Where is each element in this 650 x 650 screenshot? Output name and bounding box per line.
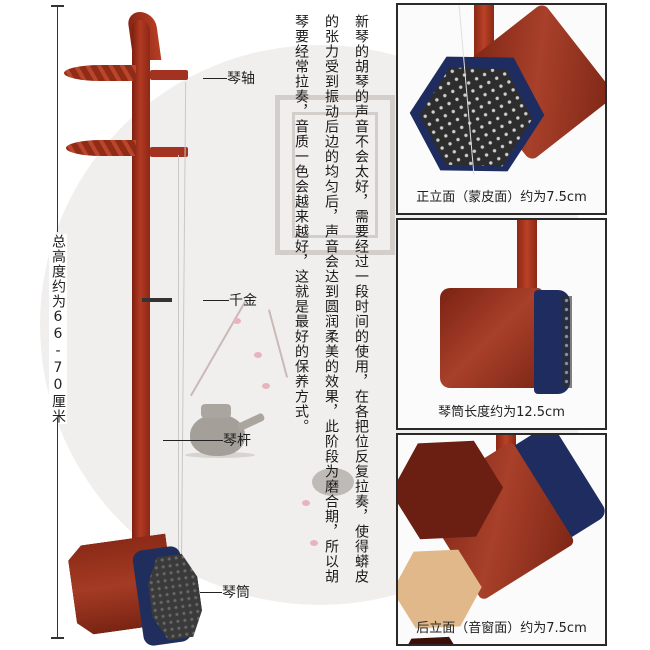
callout-neck-label: 琴杆 — [223, 433, 251, 449]
panel-front-face: 正立面（蒙皮面）约为7.5cm — [396, 3, 607, 215]
blossom-decoration — [262, 383, 270, 389]
blossom-decoration — [302, 500, 310, 506]
blossom-decoration — [233, 318, 241, 324]
description-column-3: 琴要经常拉奏，音质一色会越来越好，这就是最好的保养方式。 — [293, 14, 309, 434]
caption-back-face: 后立面（音窗面）约为7.5cm — [416, 621, 587, 636]
description-column-2: 的张力受到振动后边的均匀后，声音会达到圆润柔美的效果，此阶段为磨合期，所以胡 — [323, 14, 339, 584]
qianjin-nut — [142, 298, 172, 302]
tuning-peg-upper-end — [150, 70, 188, 80]
tuning-peg-upper — [64, 65, 136, 81]
blossom-decoration — [310, 540, 318, 546]
tuning-peg-lower — [66, 140, 136, 156]
tuning-peg-lower-end — [150, 147, 188, 157]
caption-resonator-length: 琴筒长度约为12.5cm — [438, 405, 565, 420]
callout-neck: 琴杆 — [163, 430, 251, 450]
callout-peg: 琴轴 — [203, 68, 255, 88]
total-height-label: 总高度约为66-70厘米 — [49, 234, 67, 424]
description-column-1: 新琴的胡琴的声音不会太好，需要经过一段时间的使用，在各把位反复拉奏，使得蟒皮 — [353, 14, 369, 584]
callout-peg-label: 琴轴 — [227, 71, 255, 87]
callout-qianjin: 千金 — [203, 290, 257, 310]
callout-resonator-label: 琴筒 — [222, 585, 250, 601]
window-lattice-inner-decoration — [292, 112, 378, 238]
panel-neck — [517, 220, 537, 306]
teapot-decoration-small — [312, 468, 354, 496]
dimension-cap-bottom — [51, 637, 64, 639]
callout-qianjin-label: 千金 — [229, 293, 257, 309]
panel-resonator-length: 琴筒长度约为12.5cm — [396, 218, 607, 430]
panel-back-face: 后立面（音窗面）约为7.5cm — [396, 433, 607, 646]
panel-resonator-wood — [440, 288, 542, 388]
blossom-decoration — [254, 352, 262, 358]
callout-resonator: 琴筒 — [200, 582, 250, 602]
window-lattice-decoration — [275, 95, 395, 255]
string-inner — [178, 155, 179, 580]
dimension-line-bottom — [57, 418, 58, 638]
panel-skin-edge — [562, 296, 572, 388]
caption-front-face: 正立面（蒙皮面）约为7.5cm — [416, 190, 587, 205]
dimension-line-top — [57, 6, 58, 232]
erhu-neck — [132, 20, 150, 565]
teapot-decoration — [175, 400, 266, 460]
